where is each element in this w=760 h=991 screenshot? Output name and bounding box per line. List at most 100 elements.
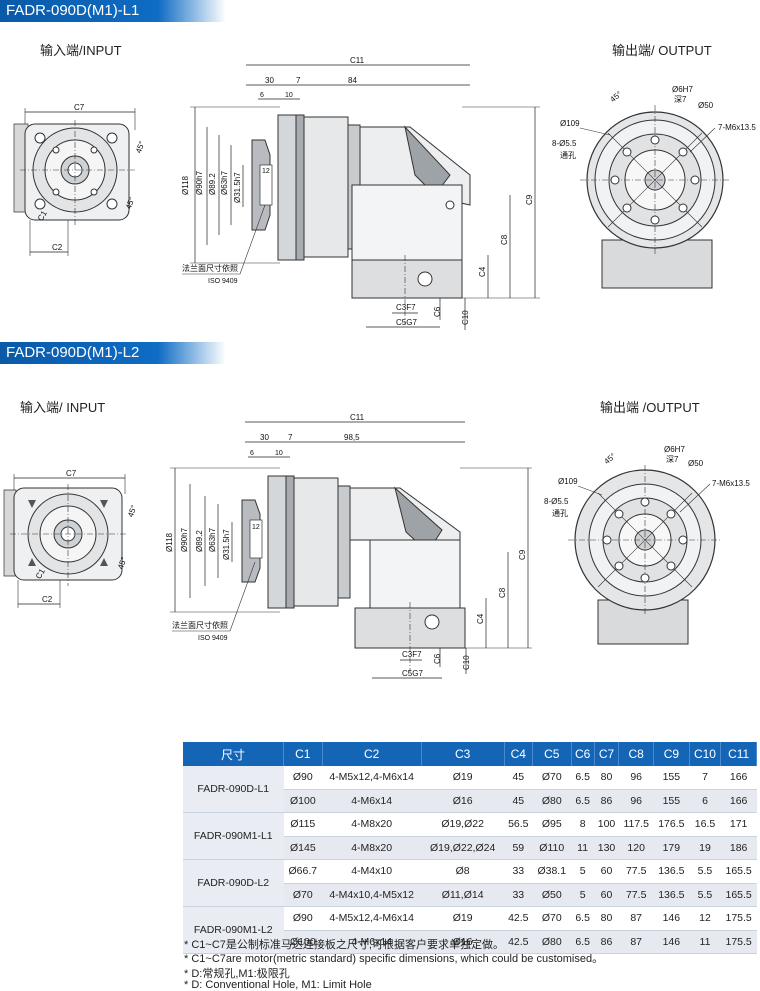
table-cell: Ø16 [421,789,505,813]
dim-angle-a: 45° [134,140,147,154]
table-cell: 117.5 [618,812,654,837]
dim-6: 6 [260,92,264,99]
dim-c3: C3F7 [396,303,416,312]
table-cell: Ø80 [532,789,572,813]
table-cell: Ø90 [283,906,323,931]
table-header-cell: C8 [618,742,655,766]
dim-c11: C11 [350,413,365,422]
dim-118: Ø118 [165,532,174,552]
input-label: 输入端/ INPUT [20,400,106,415]
dim-c2: C2 [52,243,63,252]
dim-c7: C7 [66,469,77,478]
table-cell: 4-M5x12,4-M6x14 [322,766,422,790]
table-cell: Ø145 [283,836,323,860]
table-cell: 165.5 [720,859,757,884]
table-cell: 5.5 [689,859,721,884]
table-cell: 42.5 [504,930,533,954]
dim-63: Ø63h7 [208,527,217,552]
dim-90: Ø90h7 [195,170,204,195]
table-header-cell: C6 [571,742,595,766]
table-cell: Ø16 [421,930,505,954]
table-cell: 166 [720,789,757,813]
dim-84: 84 [348,76,357,85]
dim-118: Ø118 [181,175,190,195]
dim-892: Ø89.2 [208,173,217,195]
table-cell: Ø110 [532,836,572,860]
dim-through: 通孔 [552,508,568,518]
dim-angle-out: 45° [602,451,617,466]
table-cell: Ø80 [532,930,572,954]
table-cell: Ø115 [283,812,323,837]
table-header-cell: C3 [421,742,505,766]
dim-c11: C11 [350,56,365,65]
table-cell: 155 [653,789,690,813]
table-cell: 42.5 [504,906,533,931]
table-cell: 165.5 [720,883,757,907]
table-cell: 59 [504,836,533,860]
table-cell: 56.5 [504,812,533,837]
dim-c10: C10 [462,655,471,670]
table-header-cell: C2 [322,742,422,766]
dim-angle-a: 45° [126,504,139,518]
table-cell: 80 [594,906,619,931]
table-cell: 6.5 [571,930,595,954]
dim-315: Ø31.5h7 [222,529,231,560]
dim-109: Ø109 [560,119,580,128]
table-cell: 6.5 [571,789,595,813]
dim-50: Ø50 [698,101,714,110]
note-cn-2: * D:常规孔,M1:极限孔 [184,968,290,980]
side-view-drawing: C11 30 7 84 6 10 Ø118 Ø90h7 Ø89.2 Ø63h7 … [181,56,540,330]
dim-m6: 7-M6x13.5 [718,123,756,132]
model-cell: FADR-090M1-L1 [183,812,284,860]
table-cell: 77.5 [618,859,654,884]
dim-90: Ø90h7 [180,527,189,552]
table-cell: 7 [689,766,721,790]
table-cell: 11 [689,930,721,954]
dim-c10: C10 [461,310,470,325]
table-header-cell: C9 [653,742,690,766]
dim-6h7: Ø6H7 [672,85,693,94]
flange-note: 法兰面尺寸依照 [182,263,238,273]
note-en-2: * D: Conventional Hole, M1: Limit Hole [184,979,372,991]
dim-6: 6 [250,450,254,457]
table-cell: Ø70 [532,906,572,931]
table-cell: 136.5 [653,859,690,884]
table-cell: 11 [571,836,595,860]
dim-holes: 8-Ø5.5 [552,139,577,148]
table-cell: 5.5 [689,883,721,907]
table-cell: Ø100 [283,789,323,813]
dim-10: 10 [275,450,283,457]
table-cell: Ø70 [283,883,323,907]
output-label: 输出端/ OUTPUT [612,43,712,58]
dim-315: Ø31.5h7 [233,172,242,203]
dim-12: 12 [262,168,270,175]
table-cell: 12 [689,906,721,931]
table-cell: 146 [653,930,690,954]
table-header-cell: C7 [594,742,620,766]
table-cell: 96 [618,766,654,790]
model-cell: FADR-090D-L2 [183,859,284,907]
table-cell: 33 [504,883,533,907]
table-cell: 179 [653,836,690,860]
dim-c6: C6 [433,306,442,317]
table-cell: 186 [720,836,757,860]
table-cell: Ø8 [421,859,505,884]
input-view-drawing: C7 45° 45° C1 C2 [13,103,147,256]
table-cell: 5 [571,859,595,884]
dim-6h7: Ø6H7 [664,445,685,454]
section-banner-l2: FADR-090D(M1)-L2 [0,342,226,364]
table-cell: Ø50 [532,883,572,907]
dim-m6: 7-M6x13.5 [712,479,750,488]
dim-7: 7 [296,76,301,85]
table-header-cell: C11 [720,742,757,766]
table-cell: 4-M5x12,4-M6x14 [322,906,422,931]
table-cell: 175.5 [720,930,757,954]
dim-c8: C8 [498,587,507,598]
input-view-drawing: C7 45° 45° C1 C2 [3,469,139,608]
dim-c4: C4 [476,613,485,624]
table-cell: Ø19,Ø22,Ø24 [421,836,505,860]
